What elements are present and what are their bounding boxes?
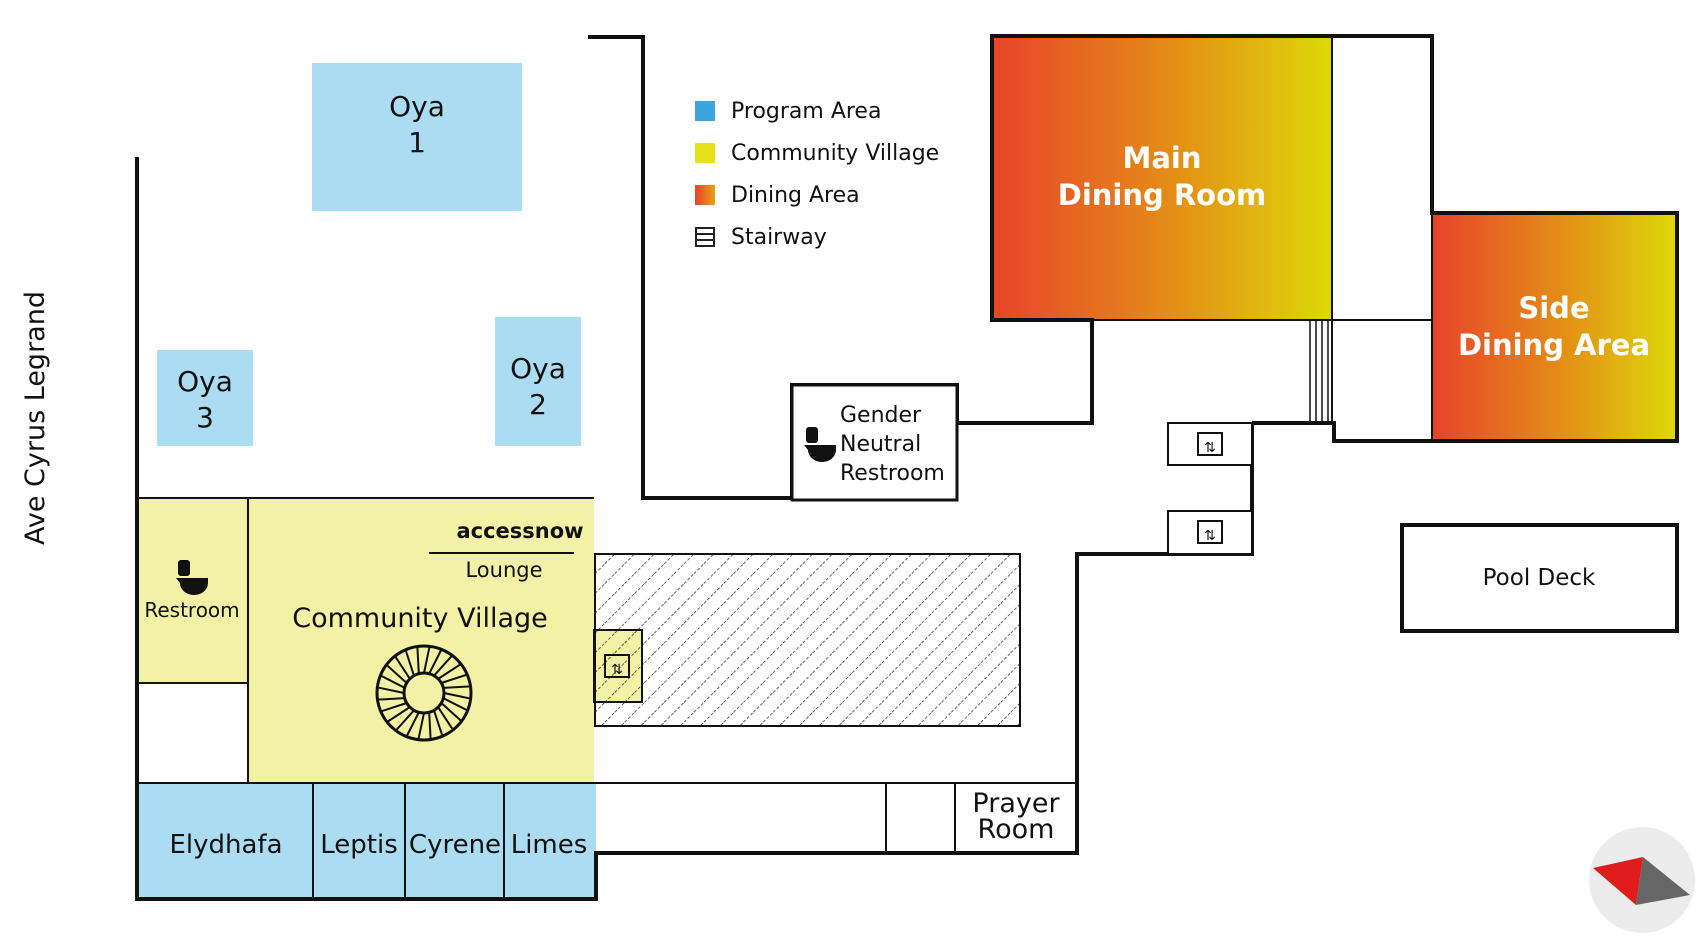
hatched-zone <box>594 553 1021 727</box>
elevator-box-1: ⇅ <box>1167 422 1253 466</box>
oya-2-room <box>495 317 581 446</box>
spiral-step <box>441 673 468 684</box>
stairway-icon <box>695 227 715 247</box>
oya-2-label-line1: Oya <box>510 352 566 385</box>
side-dining-label-line2: Dining Area <box>1458 328 1650 362</box>
svg-text:⇅: ⇅ <box>611 662 623 678</box>
bottom-rooms-area <box>138 783 596 899</box>
oya-3-label-line2: 3 <box>196 401 214 434</box>
spiral-step <box>394 655 411 680</box>
community-village-swatch <box>695 143 715 163</box>
spiral-step <box>385 664 408 684</box>
legend-label: Dining Area <box>731 182 860 208</box>
lounge-label: Lounge <box>465 558 542 582</box>
svg-text:⇅: ⇅ <box>1204 440 1216 456</box>
spiral-step <box>440 702 463 722</box>
spiral-step <box>433 654 453 677</box>
map-legend: Program Area Community Village Dining Ar… <box>695 98 939 266</box>
spiral-step <box>395 709 415 732</box>
spiral-step <box>443 685 471 689</box>
lounge-brand-label: accessnow <box>456 519 583 543</box>
spiral-step <box>377 686 405 694</box>
interior-walls <box>137 36 1433 899</box>
oya-1-label-line2: 1 <box>408 126 426 159</box>
side-dining-label-line1: Side <box>1518 291 1589 325</box>
legend-label: Program Area <box>731 98 882 124</box>
stair-lines <box>1309 320 1329 421</box>
spiral-step <box>442 697 469 712</box>
spiral-step <box>379 674 406 689</box>
brand-logo <box>1589 827 1695 933</box>
gender-neutral-restroom-box <box>790 383 959 502</box>
spiral-step <box>404 649 415 676</box>
gender-restroom-label-line3: Restroom <box>840 461 945 486</box>
spiral-step <box>417 712 425 740</box>
spiral-step <box>428 648 443 675</box>
spiral-step <box>428 712 432 740</box>
program-area-swatch <box>695 101 715 121</box>
gender-restroom-label-line2: Neutral <box>840 432 921 457</box>
spiral-step <box>423 646 431 674</box>
main-dining-label-line2: Dining Room <box>1058 178 1267 212</box>
toilet-icon <box>804 427 836 462</box>
dining-area-swatch <box>695 185 715 205</box>
spiral-step <box>380 702 407 713</box>
spiral-step <box>437 663 462 680</box>
prayer-room-label-line2: Room <box>978 814 1055 845</box>
spiral-spokes <box>377 646 471 740</box>
limes-label: Limes <box>511 830 588 860</box>
svg-text:⇅: ⇅ <box>1204 528 1216 544</box>
gender-restroom-label-line1: Gender <box>840 403 922 428</box>
spiral-step <box>433 710 444 737</box>
elevator-icon-village: ⇅ <box>604 654 630 678</box>
oya-1-label-line1: Oya <box>389 90 445 123</box>
legend-item-program-area: Program Area <box>695 98 939 124</box>
oya-1-room <box>312 63 522 211</box>
community-village-area <box>248 498 594 783</box>
spiral-step <box>386 706 411 723</box>
restroom-label: Restroom <box>144 598 239 622</box>
legend-label: Community Village <box>731 140 940 166</box>
spiral-step <box>443 692 471 700</box>
elydhafa-label: Elydhafa <box>169 830 282 860</box>
leptis-label: Leptis <box>320 830 398 860</box>
spiral-step <box>437 706 454 731</box>
oya-3-label-line1: Oya <box>177 365 233 398</box>
elevator-box-2: ⇅ <box>1167 510 1253 555</box>
oya-2-label-line2: 2 <box>529 388 547 421</box>
main-dining-room <box>992 38 1332 320</box>
main-dining-label-line1: Main <box>1122 141 1201 175</box>
legend-label: Stairway <box>731 224 827 250</box>
pool-deck-label: Pool Deck <box>1483 565 1596 591</box>
legend-item-dining-area: Dining Area <box>695 182 939 208</box>
street-label: Ave Cyrus Legrand <box>20 291 51 545</box>
spiral-step <box>405 711 420 738</box>
spiral-step <box>377 697 405 701</box>
community-village-label: Community Village <box>292 603 548 634</box>
prayer-room-label-line1: Prayer <box>972 788 1060 819</box>
legend-item-community-village: Community Village <box>695 140 939 166</box>
toilet-icon-2 <box>176 560 208 595</box>
spiral-step <box>416 646 420 674</box>
legend-item-stairway: Stairway <box>695 224 939 250</box>
cyrene-label: Cyrene <box>409 830 501 860</box>
oya-3-room <box>157 350 253 446</box>
side-dining-area <box>1432 213 1676 441</box>
